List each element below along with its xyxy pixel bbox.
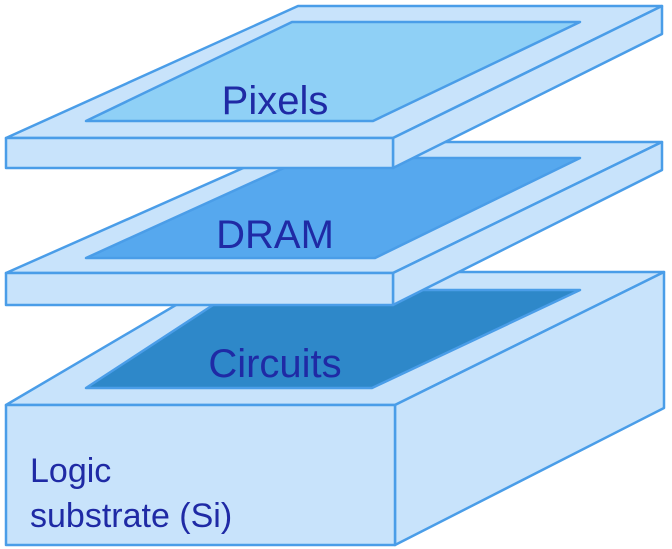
substrate-front-face <box>4 403 397 547</box>
dram-panel <box>84 156 582 260</box>
substrate-label-line1: Logic <box>30 452 111 490</box>
pixels-layer <box>4 4 664 170</box>
pixels-label: Pixels <box>222 79 329 123</box>
dram-front-face <box>4 271 395 307</box>
circuits-panel <box>84 288 582 390</box>
substrate-layer <box>4 270 666 547</box>
pixels-panel <box>84 20 582 123</box>
dram-layer <box>4 140 664 307</box>
circuits-label: Circuits <box>208 342 341 386</box>
pixels-front-face <box>4 136 395 170</box>
dram-label: DRAM <box>216 213 334 257</box>
substrate-label-line2: substrate (Si) <box>30 497 232 535</box>
